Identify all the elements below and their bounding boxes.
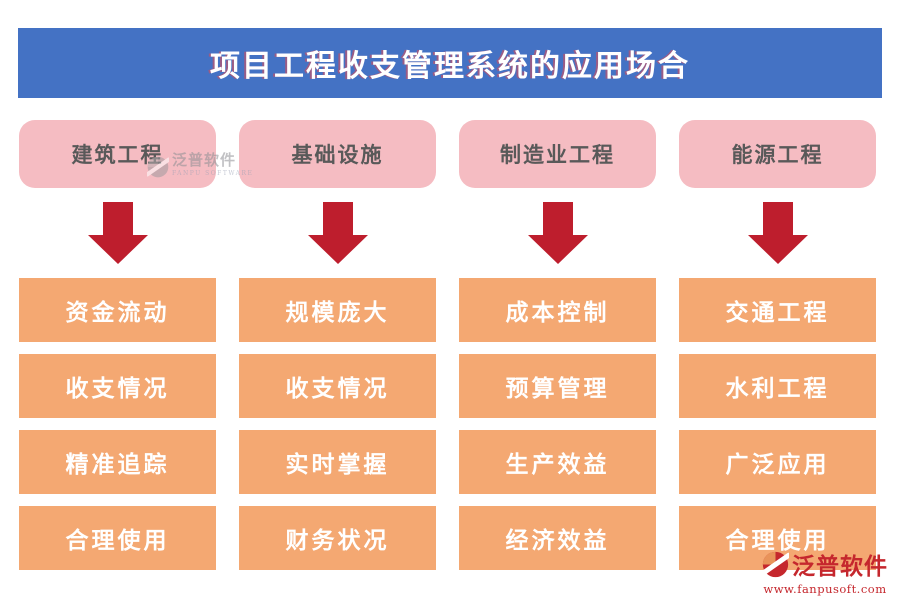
column-header: 建筑工程 xyxy=(19,120,216,188)
brand-logo: 泛普软件 www.fanpusoft.com xyxy=(754,547,896,596)
item-box: 成本控制 xyxy=(459,278,656,342)
page-title: 项目工程收支管理系统的应用场合 xyxy=(210,49,690,84)
item-box: 生产效益 xyxy=(459,430,656,494)
down-arrow-icon xyxy=(679,188,876,278)
column-manufacturing: 制造业工程 成本控制 预算管理 生产效益 经济效益 xyxy=(459,120,656,570)
item-box: 交通工程 xyxy=(679,278,876,342)
column-construction: 建筑工程 资金流动 收支情况 精准追踪 合理使用 xyxy=(19,120,216,570)
item-box: 经济效益 xyxy=(459,506,656,570)
item-box: 广泛应用 xyxy=(679,430,876,494)
item-box: 收支情况 xyxy=(239,354,436,418)
item-box: 财务状况 xyxy=(239,506,436,570)
item-box: 精准追踪 xyxy=(19,430,216,494)
item-box: 资金流动 xyxy=(19,278,216,342)
brand-website: www.fanpusoft.com xyxy=(763,582,887,596)
title-banner: 项目工程收支管理系统的应用场合 xyxy=(18,28,882,98)
column-energy: 能源工程 交通工程 水利工程 广泛应用 合理使用 xyxy=(679,120,876,570)
column-header: 基础设施 xyxy=(239,120,436,188)
item-box: 实时掌握 xyxy=(239,430,436,494)
item-box: 水利工程 xyxy=(679,354,876,418)
item-box: 合理使用 xyxy=(19,506,216,570)
down-arrow-icon xyxy=(239,188,436,278)
column-header: 能源工程 xyxy=(679,120,876,188)
column-infrastructure: 基础设施 规模庞大 收支情况 实时掌握 财务状况 xyxy=(239,120,436,570)
item-box: 预算管理 xyxy=(459,354,656,418)
down-arrow-icon xyxy=(19,188,216,278)
item-box: 收支情况 xyxy=(19,354,216,418)
brand-name: 泛普软件 xyxy=(792,553,888,580)
item-box: 规模庞大 xyxy=(239,278,436,342)
fanpu-swirl-icon xyxy=(762,551,789,577)
column-header: 制造业工程 xyxy=(459,120,656,188)
down-arrow-icon xyxy=(459,188,656,278)
